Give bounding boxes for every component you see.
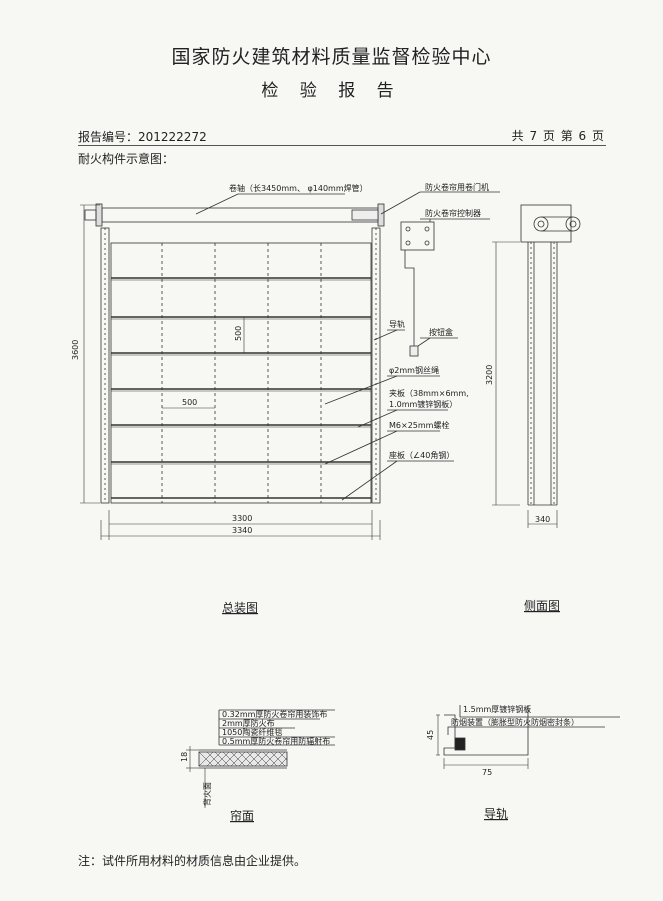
footer-note: 注：试件所用材料的材质信息由企业提供。 bbox=[78, 854, 307, 868]
dim-side-height: 3200 bbox=[485, 365, 494, 385]
label-shaft: 卷轴（长3450mm、 φ140mm焊管） bbox=[229, 183, 368, 193]
curtain-layer-2: 2mm厚防火布 bbox=[222, 718, 275, 728]
dim-height: 3600 bbox=[71, 340, 80, 360]
side-view-drawing bbox=[492, 204, 581, 528]
label-clip-2: 1.0mm镀锌钢板） bbox=[389, 399, 457, 409]
controller-box bbox=[400, 221, 435, 251]
curtain-layer-4: 0.5mm厚防火卷帘用防辐射布 bbox=[222, 736, 330, 746]
label-button-box: 按钮盒 bbox=[429, 327, 453, 337]
caption-side-view: 侧面图 bbox=[524, 599, 560, 613]
dim-inner-width: 3300 bbox=[232, 514, 252, 523]
curtain-section-drawing bbox=[186, 709, 335, 808]
dim-rail-height: 45 bbox=[426, 730, 435, 740]
rail-section-drawing bbox=[436, 705, 620, 769]
curtain-layer-1: 0.32mm厚防火卷帘用装饰布 bbox=[222, 709, 327, 719]
label-controller: 防火卷帘控制器 bbox=[425, 208, 481, 218]
motor bbox=[351, 209, 379, 221]
page-title: 国家防火建筑材料质量监督检验中心 bbox=[171, 46, 492, 68]
curtain-side-label: 背火面 bbox=[202, 782, 212, 806]
caption-rail-section: 导轨 bbox=[484, 807, 508, 821]
rail-label-steel: 1.5mm厚镀锌钢板 bbox=[463, 704, 531, 714]
caption-curtain-section: 帘面 bbox=[230, 808, 254, 823]
label-wire: φ2mm钢丝绳 bbox=[389, 365, 439, 375]
dim-rail-width: 75 bbox=[482, 768, 492, 777]
page-subtitle: 检 验 报 告 bbox=[261, 81, 402, 101]
dim-spacing-v: 500 bbox=[234, 326, 243, 341]
curtain-panel bbox=[110, 242, 372, 504]
label-clip-1: 夹板（38mm×6mm, bbox=[389, 388, 469, 398]
page-info: 共 7 页 第 6 页 bbox=[511, 129, 605, 143]
caption-front-view: 总装图 bbox=[222, 601, 258, 615]
dim-spacing-h: 500 bbox=[182, 398, 197, 407]
dim-outer-width: 3340 bbox=[232, 526, 252, 535]
dim-side-width: 340 bbox=[535, 515, 550, 524]
label-bolt: M6×25mm螺栓 bbox=[389, 420, 449, 430]
dim-curtain-thickness: 18 bbox=[180, 752, 189, 762]
button-box bbox=[409, 345, 419, 357]
front-view-drawing bbox=[80, 191, 500, 540]
label-motor: 防火卷帘用卷门机 bbox=[425, 182, 489, 192]
section-title: 耐火构件示意图： bbox=[78, 152, 175, 166]
header-divider bbox=[78, 145, 606, 146]
curtain-layer-3: 1050陶瓷纤维毯 bbox=[222, 727, 282, 737]
rail-label-seal: 防烟装置（膨胀型防火防烟密封条） bbox=[451, 717, 579, 727]
shaft bbox=[101, 207, 379, 223]
label-base: 座板（∠40角钢） bbox=[389, 450, 454, 460]
label-rail: 导轨 bbox=[389, 319, 405, 329]
report-number: 报告编号：201222272 bbox=[78, 130, 207, 144]
